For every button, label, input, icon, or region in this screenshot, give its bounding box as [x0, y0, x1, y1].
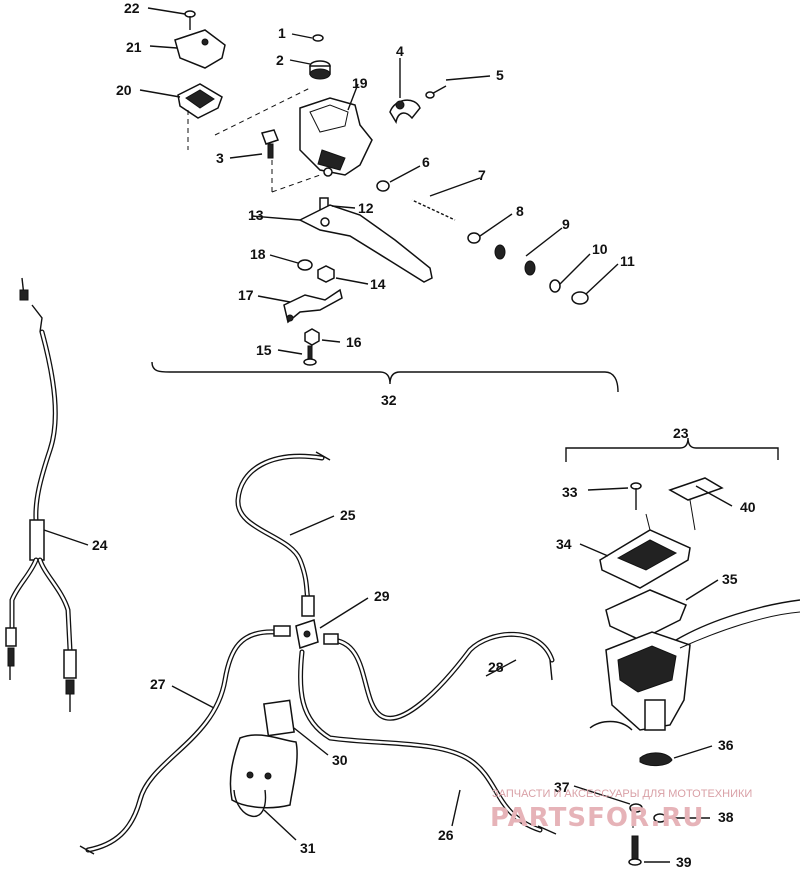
callout-30: 30 [332, 752, 348, 768]
part-40-label [668, 477, 724, 501]
callout-8: 8 [516, 203, 524, 219]
callout-29: 29 [374, 588, 390, 604]
part-2-seal [309, 60, 331, 80]
callout-5: 5 [496, 67, 504, 83]
part-31-hose-clamp [229, 734, 298, 818]
part-14-nut [317, 265, 335, 283]
part-30-tag [263, 699, 295, 737]
callout-16: 16 [346, 334, 362, 350]
part-35-gasket [605, 589, 687, 641]
callout-17: 17 [238, 287, 254, 303]
part-10-seal [549, 279, 561, 293]
part-26-brake-hose [298, 649, 557, 835]
callout-27: 27 [150, 676, 166, 692]
callout-labels: 22 21 20 1 2 3 19 4 5 6 7 8 9 10 11 12 1… [92, 0, 756, 870]
watermark-tagline: ЗАПЧАСТИ И АКСЕССУАРЫ ДЛЯ МОТОТЕХНИКИ [492, 788, 752, 800]
callout-11: 11 [620, 253, 635, 269]
callout-6: 6 [422, 154, 430, 170]
brake-hose-system [79, 451, 557, 855]
callout-26: 26 [438, 827, 454, 843]
callout-9: 9 [562, 216, 570, 232]
part-11-washer [571, 291, 589, 305]
callout-18: 18 [250, 246, 266, 262]
part-17-switch-bracket [283, 288, 343, 324]
part-19-master-cylinder-body [299, 97, 373, 177]
callout-38: 38 [718, 809, 734, 825]
callout-25: 25 [340, 507, 356, 523]
leader-lines [43, 7, 733, 863]
watermark: ЗАПЧАСТИ И АКСЕССУАРЫ ДЛЯ МОТОТЕХНИКИ PA… [490, 788, 752, 833]
part-21-reservoir-cover [174, 29, 226, 69]
callout-2: 2 [276, 52, 284, 68]
callout-22: 22 [124, 0, 140, 16]
callout-3: 3 [216, 150, 224, 166]
callout-37: 37 [554, 779, 570, 795]
part-5-bolt [425, 85, 447, 99]
part-7-spring [410, 196, 457, 224]
part-1-washer [312, 34, 324, 42]
part-20-diaphragm [177, 83, 223, 119]
callout-4: 4 [396, 43, 404, 59]
part-39-screw [628, 835, 642, 866]
callout-19: 19 [352, 75, 368, 91]
part-3-cap [261, 129, 279, 159]
callout-31: 31 [300, 840, 316, 856]
bracket-32 [151, 361, 619, 393]
part-37-washer [629, 803, 643, 813]
callout-12: 12 [358, 200, 374, 216]
master-cylinder-body [589, 631, 691, 731]
callout-33: 33 [562, 484, 578, 500]
callout-1: 1 [278, 25, 286, 41]
callout-23: 23 [673, 425, 689, 441]
part-15-screw [303, 345, 317, 366]
callout-40: 40 [740, 499, 756, 515]
callout-36: 36 [718, 737, 734, 753]
part-36-seal [639, 752, 673, 767]
callout-24: 24 [92, 537, 108, 553]
callout-7: 7 [478, 167, 486, 183]
callout-34: 34 [556, 536, 572, 552]
part-16-nut [304, 328, 320, 346]
part-27-brake-hose [79, 625, 291, 855]
part-33-screw [630, 482, 642, 510]
part-9-piston [494, 244, 536, 276]
part-28-brake-hose [323, 631, 555, 721]
callout-28: 28 [488, 659, 504, 675]
callout-32: 32 [381, 392, 397, 408]
callout-15: 15 [256, 342, 272, 358]
part-24-cable-assembly [5, 277, 77, 712]
part-6-washer [376, 180, 390, 192]
part-13-brake-lever [298, 204, 433, 283]
callout-10: 10 [592, 241, 608, 257]
part-22-screw [184, 10, 196, 30]
part-4-clamp [389, 99, 421, 125]
part-25-brake-hose [235, 451, 331, 617]
part-23-master-cylinder [565, 437, 800, 866]
callout-14: 14 [370, 276, 386, 292]
part-8-washer [467, 232, 481, 244]
callout-13: 13 [248, 207, 264, 223]
callout-39: 39 [676, 854, 692, 870]
callout-20: 20 [116, 82, 132, 98]
part-34-reservoir-cover [599, 529, 691, 589]
callout-35: 35 [722, 571, 738, 587]
watermark-brand: PARTSFOR.RU [490, 803, 704, 833]
part-18-washer [297, 259, 313, 271]
master-cylinder-assembly [151, 10, 619, 393]
bracket-23 [565, 437, 779, 462]
callout-21: 21 [126, 39, 142, 55]
part-38-washer [653, 813, 667, 823]
